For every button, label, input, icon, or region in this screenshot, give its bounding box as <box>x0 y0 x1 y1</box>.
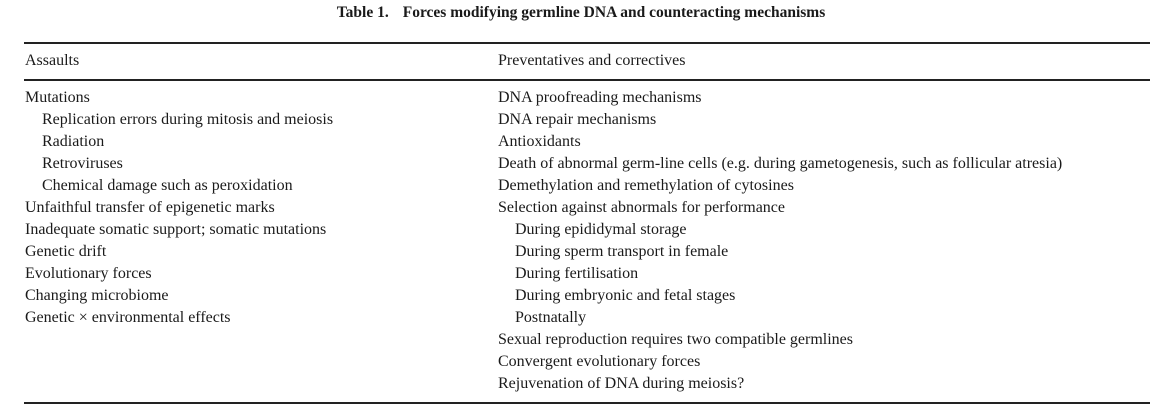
assault-row: Mutations <box>25 89 90 106</box>
preventative-row: DNA proofreading mechanisms <box>498 89 702 106</box>
assault-row: Evolutionary forces <box>25 265 152 282</box>
assault-row: Chemical damage such as peroxidation <box>42 177 293 194</box>
table-bottom-rule <box>24 402 1150 404</box>
preventative-row: Demethylation and remethylation of cytos… <box>498 177 794 194</box>
assault-row: Radiation <box>42 133 105 150</box>
table-top-rule <box>24 42 1150 44</box>
assault-row: Genetic × environmental effects <box>25 309 231 326</box>
assault-row: Changing microbiome <box>25 287 169 304</box>
preventative-row: During epididymal storage <box>515 221 687 238</box>
preventative-row: Antioxidants <box>498 133 581 150</box>
preventative-row: Death of abnormal germ-line cells (e.g. … <box>498 155 1063 172</box>
table-header-rule <box>24 79 1150 81</box>
preventative-row: DNA repair mechanisms <box>498 111 657 128</box>
preventative-row: Convergent evolutionary forces <box>498 353 701 370</box>
table-caption-title: Forces modifying germline DNA and counte… <box>402 4 826 21</box>
assault-row: Genetic drift <box>25 243 107 260</box>
table-caption: Table 1. Forces modifying germline DNA an… <box>0 3 1162 23</box>
assault-row: Retroviruses <box>42 155 123 172</box>
table-caption-label: Table 1. <box>336 4 389 21</box>
preventative-row: Postnatally <box>515 309 587 326</box>
assault-row: Unfaithful transfer of epigenetic marks <box>25 199 275 216</box>
preventative-row: During sperm transport in female <box>515 243 729 260</box>
preventative-row: During fertilisation <box>515 265 639 282</box>
assault-row: Replication errors during mitosis and me… <box>42 111 334 128</box>
preventative-row: Selection against abnormals for performa… <box>498 199 785 216</box>
header-preventatives: Preventatives and correctives <box>498 52 686 69</box>
header-assaults: Assaults <box>25 52 80 69</box>
preventative-row: During embryonic and fetal stages <box>515 287 736 304</box>
preventative-row: Sexual reproduction requires two compati… <box>498 331 854 348</box>
assault-row: Inadequate somatic support; somatic muta… <box>25 221 327 238</box>
preventative-row: Rejuvenation of DNA during meiosis? <box>498 375 745 392</box>
